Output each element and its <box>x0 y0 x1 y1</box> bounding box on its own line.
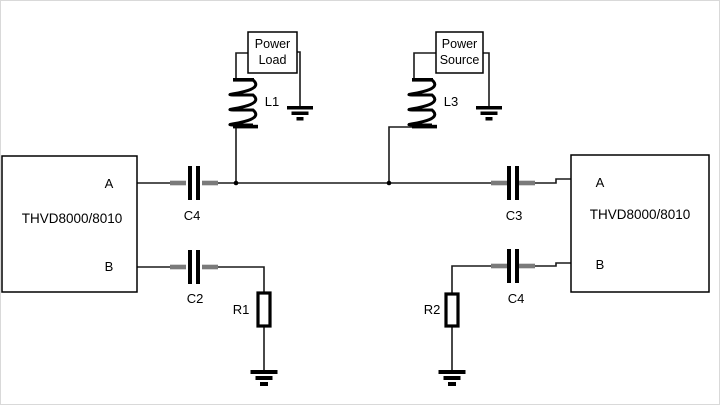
capacitor-c4-right-plate2 <box>515 249 519 283</box>
wire-load-to-ground <box>297 51 301 106</box>
right-transceiver-box <box>570 154 710 293</box>
inductor-l3-label: L3 <box>444 94 458 109</box>
ground-bar-3 <box>296 117 304 121</box>
wire-b-right <box>535 262 571 267</box>
ground-symbol-r2 <box>438 370 466 386</box>
left-transceiver-label: THVD8000/8010 <box>22 211 123 226</box>
capacitor-c4-right <box>491 249 535 283</box>
ground-bar-1 <box>287 106 313 110</box>
right-transceiver-label: THVD8000/8010 <box>590 207 691 222</box>
ground-bar-3 <box>260 382 268 386</box>
capacitor-c3 <box>491 166 535 200</box>
wire-source-to-ground <box>483 52 490 106</box>
capacitor-c4-left-lead-left <box>170 180 186 186</box>
junction-dot-l1 <box>233 180 239 186</box>
resistor-r2-label: R2 <box>424 302 441 317</box>
capacitor-c2-lead-left <box>170 264 186 270</box>
capacitor-c4-right-lead-left <box>491 263 507 269</box>
capacitor-c2-label: C2 <box>187 291 204 306</box>
power-load-box <box>247 31 298 74</box>
left-pin-b-label: B <box>105 259 114 274</box>
wire-load-to-l1 <box>235 52 248 80</box>
capacitor-c3-plate1 <box>507 166 511 200</box>
power-source-label-line2: Source <box>440 53 480 67</box>
left-pin-a-label: A <box>105 176 114 191</box>
inductor-l1-bottom-stub <box>233 124 258 129</box>
ground-symbol-r1 <box>250 370 278 386</box>
inductor-l1-coil <box>228 78 258 127</box>
ground-symbol-power-source <box>476 106 502 121</box>
inductor-l1-top-stub <box>233 78 254 82</box>
ground-bar-1 <box>476 106 502 110</box>
ground-bar-1 <box>250 370 278 374</box>
capacitor-c3-lead-right <box>519 180 535 186</box>
ground-bar-2 <box>480 111 498 115</box>
ground-bar-1 <box>438 370 466 374</box>
capacitor-c2-lead-right <box>202 264 218 270</box>
power-source: Power Source <box>435 31 484 74</box>
capacitor-c4-right-plate1 <box>507 249 511 283</box>
wire-r2-to-cap <box>451 265 493 294</box>
capacitor-c2 <box>170 250 218 284</box>
right-pin-a-label: A <box>596 175 605 190</box>
capacitor-c4-left-label: C4 <box>184 208 201 223</box>
wire-a-right <box>535 178 571 184</box>
inductor-l3-coil <box>407 78 437 127</box>
capacitor-c2-plate1 <box>188 250 192 284</box>
power-load-label-line2: Load <box>259 53 287 67</box>
capacitor-c3-plate2 <box>515 166 519 200</box>
ground-bar-2 <box>291 111 309 115</box>
capacitor-c4-left <box>170 166 218 200</box>
resistor-r1-label: R1 <box>233 302 250 317</box>
ground-bar-3 <box>448 382 456 386</box>
right-transceiver: THVD8000/8010 A B <box>570 154 710 293</box>
capacitor-c4-right-label: C4 <box>508 291 525 306</box>
capacitor-c4-left-plate1 <box>188 166 192 200</box>
inductor-l3-top-stub <box>412 78 433 82</box>
capacitor-c3-lead-left <box>491 180 507 186</box>
ground-bar-2 <box>443 376 461 380</box>
ground-bar-2 <box>255 376 273 380</box>
ground-symbol-power-load <box>287 106 313 121</box>
power-source-label-line1: Power <box>442 37 477 51</box>
capacitor-c4-right-lead-right <box>519 263 535 269</box>
resistor-r2 <box>444 292 460 328</box>
resistor-r1 <box>256 291 272 328</box>
wire-b-to-r1 <box>216 266 265 293</box>
left-transceiver-box <box>1 155 138 293</box>
ground-bar-3 <box>485 117 493 121</box>
right-pin-b-label: B <box>596 257 605 272</box>
inductor-l1 <box>228 78 258 129</box>
inductor-l1-label: L1 <box>265 94 279 109</box>
capacitor-c2-plate2 <box>196 250 200 284</box>
power-source-box <box>435 31 484 74</box>
power-load-label-line1: Power <box>255 37 290 51</box>
inductor-l3 <box>407 78 437 129</box>
inductor-l3-bottom-stub <box>412 124 437 129</box>
wire-l3-to-bus <box>388 126 413 183</box>
capacitor-c4-left-lead-right <box>202 180 218 186</box>
wire-source-to-l3 <box>413 52 436 80</box>
capacitor-c4-left-plate2 <box>196 166 200 200</box>
power-load: Power Load <box>247 31 298 74</box>
junction-dot-l3 <box>386 180 392 186</box>
left-transceiver: THVD8000/8010 A B <box>1 155 138 293</box>
capacitor-c3-label: C3 <box>506 208 523 223</box>
wires <box>137 51 571 370</box>
